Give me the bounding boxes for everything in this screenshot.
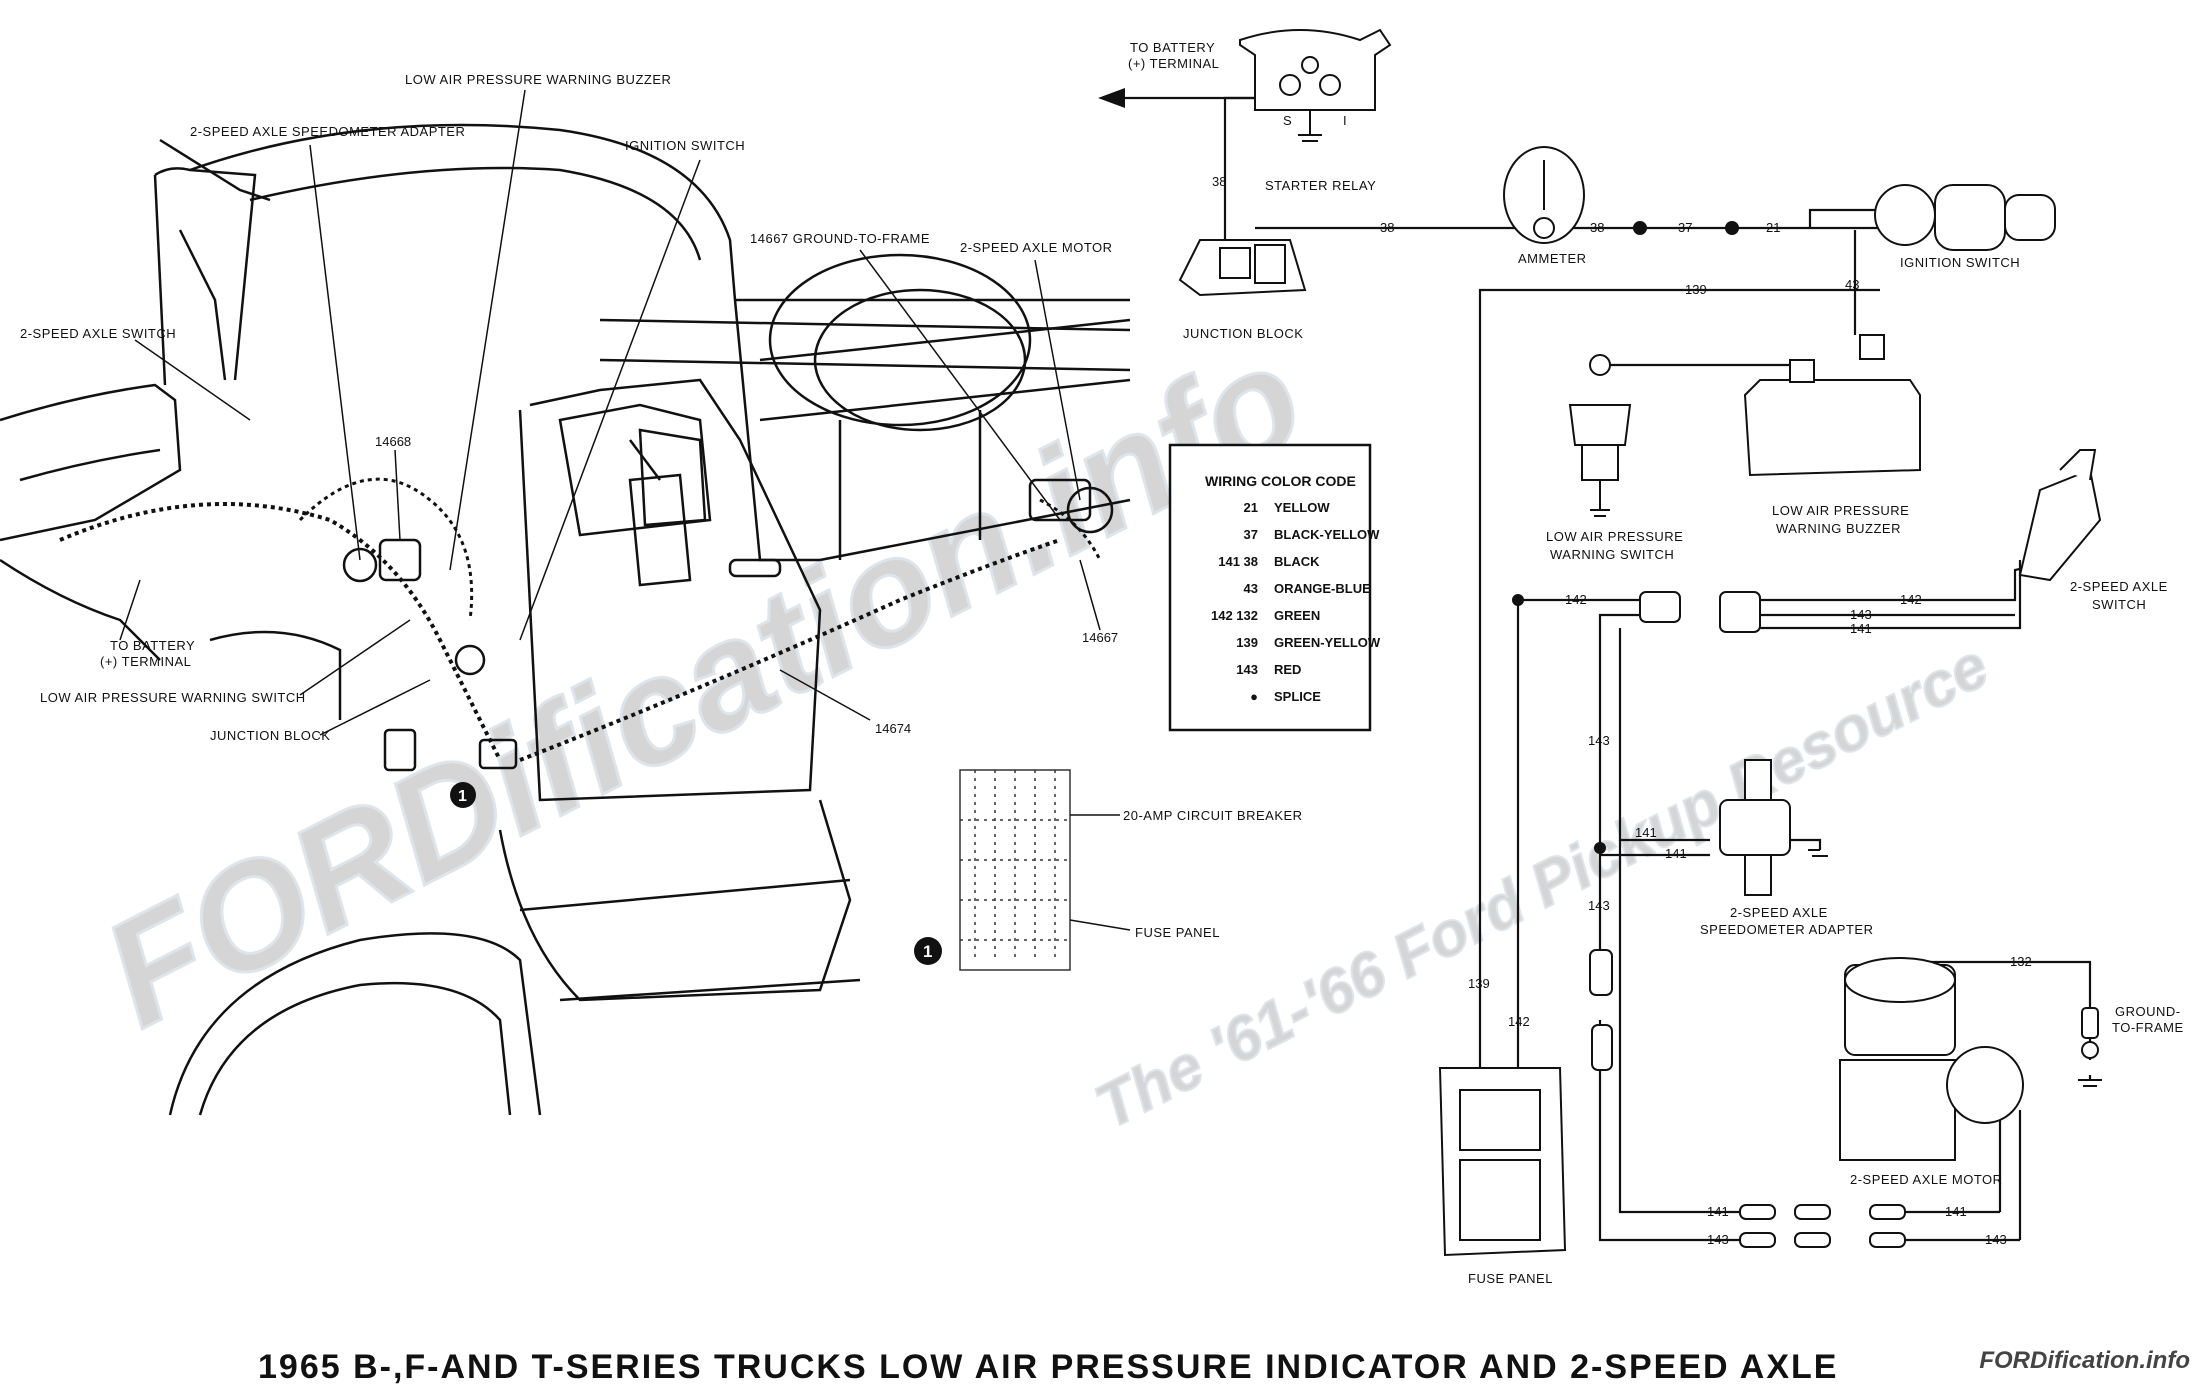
wire-number: 139 — [1685, 282, 1707, 297]
footer-brand: FORDification.info — [1979, 1347, 2190, 1374]
callout-number-truck: 1 — [458, 788, 467, 805]
wire-numbers: 38 38 38 37 21 139 43 142 142 143 141 14… — [1212, 174, 2032, 1247]
legend-rows: 21 YELLOW 37 BLACK-YELLOW 141 38 BLACK 4… — [1211, 500, 1381, 704]
left-leader-lines — [119, 89, 1101, 736]
legend-row-color: RED — [1274, 662, 1301, 677]
label-ground-1: GROUND- — [2115, 1004, 2181, 1019]
label-inset-fuse-panel: FUSE PANEL — [1135, 925, 1220, 940]
label-axle-motor: 2-SPEED AXLE MOTOR — [960, 240, 1113, 255]
label-ground-2: TO-FRAME — [2112, 1020, 2184, 1035]
callout-number-inset: 1 — [923, 942, 932, 961]
wire-number: 143 — [1707, 1232, 1729, 1247]
label-battery-line1: TO BATTERY — [110, 638, 195, 653]
label-low-air-switch-1: LOW AIR PRESSURE — [1546, 529, 1683, 544]
wire-number: 21 — [1766, 220, 1780, 235]
label-low-air-buzzer-1: LOW AIR PRESSURE — [1772, 503, 1909, 518]
page-title: 1965 B-,F-AND T-SERIES TRUCKS LOW AIR PR… — [258, 1348, 1838, 1386]
label-part-14674: 14674 — [875, 721, 911, 736]
label-axle-switch-2: SWITCH — [2092, 597, 2146, 612]
label-axle-switch: 2-SPEED AXLE SWITCH — [20, 326, 176, 341]
wire-number: 141 — [1635, 825, 1657, 840]
label-battery-line2: (+) TERMINAL — [100, 654, 191, 669]
label-low-air-switch: LOW AIR PRESSURE WARNING SWITCH — [40, 690, 306, 705]
label-junction-block: JUNCTION BLOCK — [210, 728, 330, 743]
label-part-14668: 14668 — [375, 434, 411, 449]
legend-row-code: ● — [1250, 689, 1258, 704]
label-speedo-2: SPEEDOMETER ADAPTER — [1700, 922, 1873, 937]
legend-row-color: SPLICE — [1274, 689, 1321, 704]
wire-number: 38 — [1212, 174, 1226, 189]
label-axle-switch-1: 2-SPEED AXLE — [2070, 579, 2168, 594]
label-part-14667: 14667 — [1082, 630, 1118, 645]
wire-number: 142 — [1565, 592, 1587, 607]
wire-number: 141 — [1707, 1204, 1729, 1219]
legend-row-code: 142 132 — [1211, 608, 1258, 623]
label-sch-ignition-switch: IGNITION SWITCH — [1900, 255, 2020, 270]
legend-row-color: BLACK-YELLOW — [1274, 527, 1380, 542]
legend-row-code: 143 — [1236, 662, 1258, 677]
label-sch-junction-block: JUNCTION BLOCK — [1183, 326, 1303, 341]
wire-number: 139 — [1468, 976, 1490, 991]
schematic-labels: TO BATTERY (+) TERMINAL STARTER RELAY JU… — [1128, 40, 2184, 1286]
legend-row-code: 21 — [1244, 500, 1258, 515]
label-ammeter: AMMETER — [1518, 251, 1587, 266]
truck-illustration — [0, 123, 1131, 1116]
label-relay-s: S — [1283, 113, 1292, 128]
wire-number: 38 — [1380, 220, 1394, 235]
legend-row-code: 37 — [1244, 527, 1258, 542]
legend-row-code: 139 — [1236, 635, 1258, 650]
watermark-brand: FORDification.info — [78, 311, 1327, 1058]
label-speedo-adapter: 2-SPEED AXLE SPEEDOMETER ADAPTER — [190, 124, 465, 139]
left-labels: LOW AIR PRESSURE WARNING BUZZER 2-SPEED … — [20, 72, 1118, 743]
label-sch-battery-line1: TO BATTERY — [1130, 40, 1215, 55]
wire-number: 143 — [1985, 1232, 2007, 1247]
label-relay-i: I — [1343, 113, 1347, 128]
splices — [1512, 221, 1739, 854]
wire-number: 37 — [1678, 220, 1692, 235]
schematic-components — [1178, 28, 2102, 1257]
legend-row-color: BLACK — [1274, 554, 1320, 569]
wire-number: 143 — [1588, 733, 1610, 748]
wire-number: 141 — [1945, 1204, 1967, 1219]
legend-row-color: YELLOW — [1274, 500, 1330, 515]
legend-row-color: ORANGE-BLUE — [1274, 581, 1371, 596]
label-low-air-buzzer-2: WARNING BUZZER — [1776, 521, 1901, 536]
label-ground-to-frame: 14667 GROUND-TO-FRAME — [750, 231, 930, 246]
wire-number: 143 — [1588, 898, 1610, 913]
label-low-air-switch-2: WARNING SWITCH — [1550, 547, 1674, 562]
legend-title: WIRING COLOR CODE — [1205, 473, 1356, 489]
watermark: FORDification.info The '61-'66 Ford Pick… — [77, 310, 2000, 1144]
legend-row-color: GREEN — [1274, 608, 1320, 623]
wire-number: 141 — [1665, 846, 1687, 861]
label-sch-battery-line2: (+) TERMINAL — [1128, 56, 1219, 71]
wire-number: 142 — [1900, 592, 1922, 607]
wiring-color-legend: WIRING COLOR CODE 21 YELLOW 37 BLACK-YEL… — [1168, 443, 1381, 732]
legend-row-code: 43 — [1244, 581, 1258, 596]
wire-number: 141 — [1850, 621, 1872, 636]
label-circuit-breaker: 20-AMP CIRCUIT BREAKER — [1123, 808, 1303, 823]
label-low-air-buzzer: LOW AIR PRESSURE WARNING BUZZER — [405, 72, 671, 87]
legend-row-color: GREEN-YELLOW — [1274, 635, 1381, 650]
inset-fuse-panel — [959, 769, 1131, 971]
label-axle-motor-sch: 2-SPEED AXLE MOTOR — [1850, 1172, 2003, 1187]
legend-row-code: 141 38 — [1218, 554, 1258, 569]
wire-number: 142 — [1508, 1014, 1530, 1029]
label-sch-fuse-panel: FUSE PANEL — [1468, 1271, 1553, 1286]
label-speedo-1: 2-SPEED AXLE — [1730, 905, 1828, 920]
wire-number: 132 — [2010, 954, 2032, 969]
label-ignition-switch: IGNITION SWITCH — [625, 138, 745, 153]
wire-number: 143 — [1850, 607, 1872, 622]
wire-number: 43 — [1845, 277, 1859, 292]
wire-number: 38 — [1590, 220, 1604, 235]
label-starter-relay: STARTER RELAY — [1265, 178, 1376, 193]
callout-marker-truck: 1 — [450, 782, 476, 808]
callout-marker-inset: 1 — [914, 937, 942, 965]
